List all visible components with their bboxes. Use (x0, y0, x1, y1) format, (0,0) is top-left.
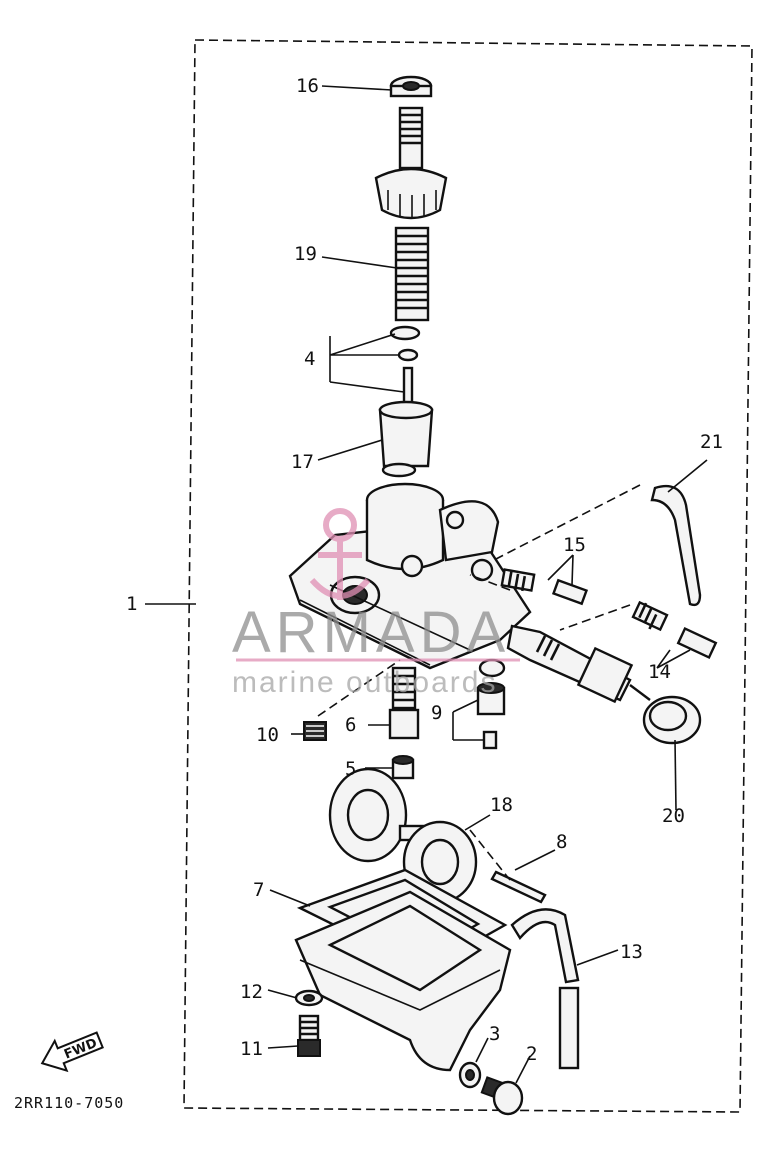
part-5-main-jet (391, 755, 415, 780)
callout-labels: 16 19 4 17 21 15 1 14 10 6 9 5 20 18 8 7… (126, 75, 723, 1065)
part-8-pin (490, 870, 547, 904)
callout-18: 18 (490, 794, 513, 816)
leader-16 (321, 85, 393, 91)
callout-10: 10 (256, 724, 279, 746)
callout-8: 8 (556, 831, 567, 853)
leader-lines (145, 85, 708, 1084)
watermark-tagline: marine outboards (232, 666, 497, 699)
part-6-needle-jet (388, 666, 420, 740)
leader-14-chain (559, 604, 631, 631)
leader-float-chain (469, 829, 511, 881)
leader-11 (267, 1045, 299, 1049)
leader-18 (464, 814, 491, 831)
part-3-washer (458, 1061, 482, 1089)
callout-15: 15 (563, 534, 586, 556)
float-bowl (294, 890, 512, 1072)
leader-14 (656, 649, 691, 669)
callout-1: 1 (126, 593, 137, 615)
leader-8 (514, 849, 556, 871)
leader-21 (667, 459, 708, 493)
callout-19: 19 (294, 243, 317, 265)
leader-10-chain (317, 659, 401, 717)
callout-16: 16 (296, 75, 319, 97)
fwd-arrow-icon: FWD (40, 1031, 104, 1073)
callout-20: 20 (662, 805, 685, 827)
leader-3 (475, 1037, 489, 1063)
callout-13: 13 (620, 941, 643, 963)
leader-20 (674, 739, 677, 811)
part-13-drain-hose (510, 908, 580, 1070)
callout-21: 21 (700, 431, 723, 453)
callout-3: 3 (489, 1023, 500, 1045)
part-1-carburetor-body (288, 482, 532, 670)
callout-2: 2 (526, 1043, 537, 1065)
part-15-screws (500, 568, 589, 606)
callout-4: 4 (304, 348, 315, 370)
callout-6: 6 (345, 714, 356, 736)
callout-14: 14 (648, 661, 671, 683)
leader-15 (547, 554, 574, 586)
part-17-throttle-valve (378, 400, 434, 478)
callout-17: 17 (291, 451, 314, 473)
callout-11: 11 (240, 1038, 263, 1060)
callout-7: 7 (253, 879, 264, 901)
part-20-choke-plunger (506, 624, 702, 745)
callout-9: 9 (431, 702, 442, 724)
anchor-logo-icon (309, 508, 371, 600)
leader-2 (515, 1055, 531, 1084)
leader-19 (321, 256, 398, 269)
part-9-float-valve (476, 658, 506, 750)
part-2-drain-screw (480, 1076, 524, 1116)
leader-17 (317, 439, 383, 461)
leader-15-chain (469, 574, 511, 591)
leader-12 (267, 989, 298, 999)
leader-9 (452, 699, 484, 741)
part-16-nut (389, 75, 433, 98)
part-11-screw (297, 1014, 321, 1057)
part-4-needle-set (389, 325, 421, 412)
leader-7 (269, 889, 311, 907)
part-10-pilot-screw (303, 721, 327, 741)
watermark-brand: ARMADA (232, 600, 510, 665)
carburetor-cap-assembly (374, 106, 448, 220)
leader-13 (576, 949, 619, 966)
leader-4 (329, 333, 405, 393)
part-21-hose (650, 484, 702, 607)
part-code: 2RR110-7050 (14, 1094, 124, 1112)
callout-12: 12 (240, 981, 263, 1003)
callout-5: 5 (345, 758, 356, 780)
assembly-boundary-frame (183, 39, 753, 1113)
part-12-washer (294, 989, 324, 1007)
armada-watermark: ARMADA marine outboards (232, 508, 520, 699)
part-19-spring (394, 226, 430, 322)
part-14-screws (631, 600, 718, 660)
